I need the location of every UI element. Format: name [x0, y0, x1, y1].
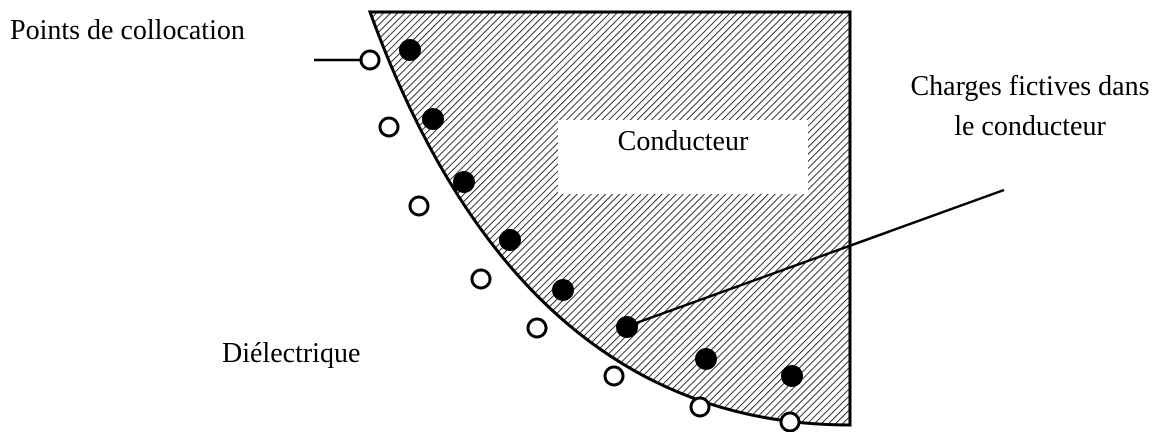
fictitious-charge [399, 39, 421, 61]
fictitious-charge [781, 365, 803, 387]
fictitious-charge [499, 229, 521, 251]
collocation-point [408, 195, 430, 217]
collocation-point [603, 365, 625, 387]
charges-leader-line [627, 188, 1005, 328]
collocation-points-label: Points de collocation [10, 15, 245, 46]
dielectric-label: Diélectrique [222, 338, 360, 369]
conductor-label: Conducteur [618, 126, 749, 157]
fictitious-charge [552, 279, 574, 301]
conductor-label-box [558, 120, 808, 194]
collocation-point [779, 411, 801, 432]
fictitious-charge [453, 171, 475, 193]
fictitious-charges-label-line1: Charges fictives dans [911, 71, 1150, 102]
collocation-point [359, 49, 381, 71]
fictitious-charges [399, 39, 803, 387]
collocation-point [689, 396, 711, 418]
collocation-point [470, 268, 492, 290]
collocation-point [526, 317, 548, 339]
fictitious-charge [695, 348, 717, 370]
collocation-points [359, 49, 801, 432]
fictitious-charge [422, 108, 444, 130]
fictitious-charges-label-line2: le conducteur [954, 111, 1106, 142]
collocation-point [378, 116, 400, 138]
conductor-region [367, 10, 852, 427]
fictitious-charge [616, 316, 638, 338]
